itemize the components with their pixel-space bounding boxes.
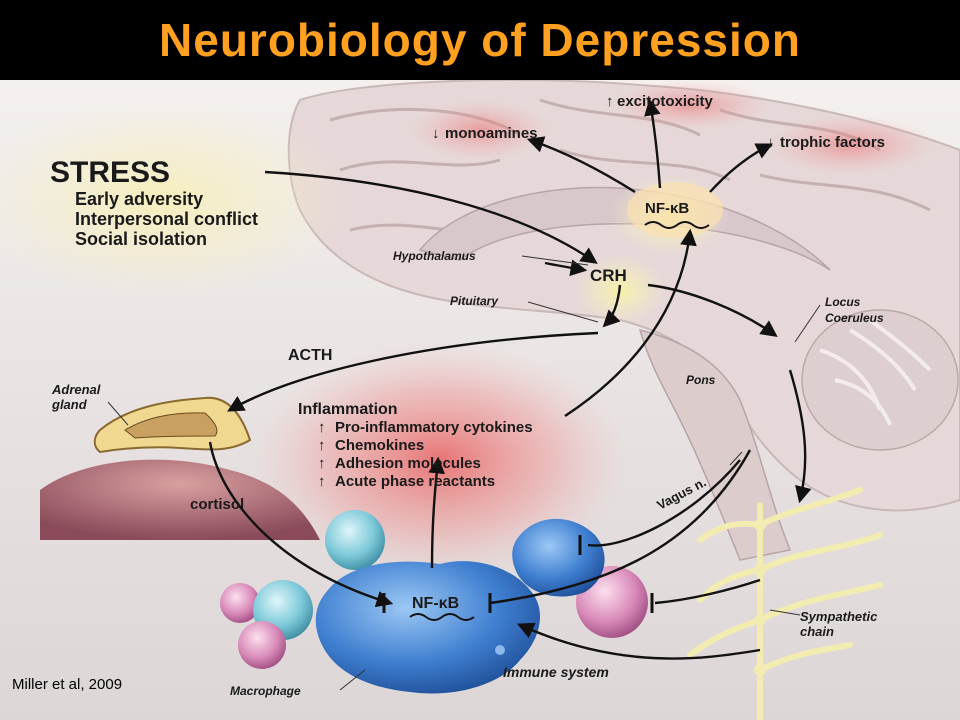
stress-item: Early adversity <box>75 189 203 209</box>
down-arrow-icon: ↓ <box>432 125 440 142</box>
brain-nfkb-glow <box>627 182 723 238</box>
pituitary-label: Pituitary <box>450 294 499 308</box>
inhibition-bars <box>382 535 654 613</box>
inflammation-heading: Inflammation <box>298 401 398 418</box>
label-pointer-lines <box>107 255 821 691</box>
up-arrow-icon: ↑ <box>318 473 326 490</box>
stress-heading: STRESS <box>50 156 170 189</box>
slide-title: Neurobiology of Depression <box>159 14 801 66</box>
stress-glow <box>0 100 350 300</box>
hypothalamus-label: Hypothalamus <box>393 249 476 263</box>
title-bar: Neurobiology of Depression <box>0 0 960 80</box>
sympathetic-chain-label-line1: Sympathetic <box>800 609 878 624</box>
sympathetic-chain-label-line2: chain <box>800 624 834 639</box>
brain-illustration <box>287 80 960 561</box>
macrophage-cell <box>315 561 541 694</box>
inflammation-item: Adhesion molecules <box>335 455 481 472</box>
locus-coeruleus-label-line2: Coeruleus <box>825 311 884 325</box>
down-arrow-icon: ↓ <box>767 134 775 151</box>
macrophage-nfkb-label: NF-κB <box>412 595 459 612</box>
immune-cells-illustration <box>220 510 648 694</box>
inflammation-item: Chemokines <box>335 437 424 454</box>
nfkb-waves <box>409 221 710 621</box>
up-arrow-icon: ↑ <box>318 437 326 454</box>
pathway-arrows <box>208 98 812 660</box>
crh-label: CRH <box>590 266 627 285</box>
pons-label: Pons <box>686 373 716 387</box>
neurobiology-diagram: STRESS Early adversity Interpersonal con… <box>0 80 960 720</box>
macrophage-label: Macrophage <box>230 684 301 698</box>
trophic-factors-label: trophic factors <box>780 134 885 151</box>
immune-system-label: Immune system <box>503 664 609 680</box>
up-arrow-icon: ↑ <box>318 419 326 436</box>
immune-cell-blue-small <box>512 518 605 597</box>
cortisol-label: cortisol <box>190 496 244 513</box>
stress-item: Social isolation <box>75 229 207 249</box>
brain-nfkb-label: NF-κB <box>645 200 689 217</box>
inflammation-item: Pro-inflammatory cytokines <box>335 419 533 436</box>
inflammation-item: Acute phase reactants <box>335 473 495 490</box>
monoamines-label: monoamines <box>445 125 538 142</box>
acth-label: ACTH <box>288 347 332 364</box>
adrenal-label-line1: Adrenal <box>51 382 101 397</box>
up-arrow-icon: ↑ <box>318 455 326 472</box>
locus-coeruleus-label-line1: Locus <box>825 295 861 309</box>
excitotoxicity-label: excitotoxicity <box>617 93 714 110</box>
adrenal-label-line2: gland <box>51 397 88 412</box>
up-arrow-icon: ↑ <box>606 93 614 110</box>
stress-item: Interpersonal conflict <box>75 209 258 229</box>
citation: Miller et al, 2009 <box>12 676 123 693</box>
